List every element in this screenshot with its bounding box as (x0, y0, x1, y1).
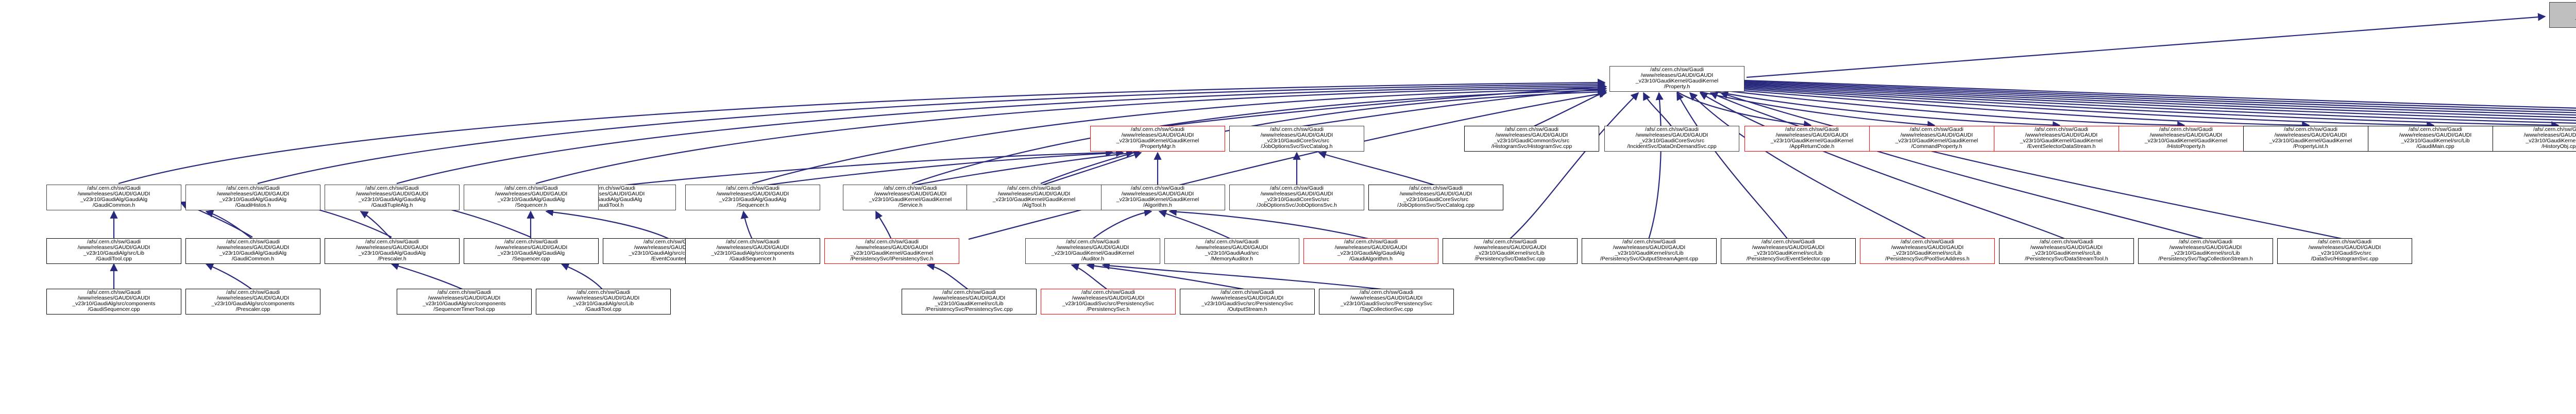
graph-node-service.h[interactable]: /afs/.cern.ch/sw/Gaudi /www/releases/GAU… (843, 185, 978, 210)
graph-node-histogramsvc-histogramsvc.cpp[interactable]: /afs/.cern.ch/sw/Gaudi /www/releases/GAU… (1464, 126, 1599, 152)
graph-node-sequencer.cpp[interactable]: /afs/.cern.ch/sw/Gaudi /www/releases/GAU… (464, 238, 599, 264)
graph-node-gauditool.cpp[interactable]: /afs/.cern.ch/sw/Gaudi /www/releases/GAU… (46, 238, 181, 264)
graph-node-gaudicommon.h[interactable]: /afs/.cern.ch/sw/Gaudi /www/releases/GAU… (46, 185, 181, 210)
graph-node-gaudihistos.h[interactable]: /afs/.cern.ch/sw/Gaudi /www/releases/GAU… (185, 185, 320, 210)
graph-node-gaudialgorithm.h[interactable]: /afs/.cern.ch/sw/Gaudi /www/releases/GAU… (1303, 238, 1438, 264)
graph-node-algorithm.h[interactable]: /afs/.cern.ch/sw/Gaudi /www/releases/GAU… (1090, 185, 1225, 210)
graph-node-prescaler.h[interactable]: /afs/.cern.ch/sw/Gaudi /www/releases/GAU… (325, 238, 460, 264)
graph-node-persistencysvc.h[interactable]: /afs/.cern.ch/sw/Gaudi /www/releases/GAU… (1041, 289, 1176, 314)
graph-node-gaudisequencer.cpp[interactable]: /afs/.cern.ch/sw/Gaudi /www/releases/GAU… (46, 289, 181, 314)
graph-node-historyobj.cpp[interactable]: /afs/.cern.ch/sw/Gaudi /www/releases/GAU… (2493, 126, 2576, 152)
graph-node-property.h[interactable]: /afs/.cern.ch/sw/Gaudi /www/releases/GAU… (1609, 66, 1744, 92)
graph-node-gaudimain.cpp[interactable]: /afs/.cern.ch/sw/Gaudi /www/releases/GAU… (2368, 126, 2503, 152)
graph-node-propertycallbackfunctor.h[interactable]: /afs/.cern.ch/sw/Gaudi /www/releases/GAU… (2549, 2, 2576, 28)
graph-node-gaudisequencer.h[interactable]: /afs/.cern.ch/sw/Gaudi /www/releases/GAU… (685, 238, 820, 264)
graph-node-algtool.h[interactable]: /afs/.cern.ch/sw/Gaudi /www/releases/GAU… (967, 185, 1101, 210)
graph-node-appreturncode.h[interactable]: /afs/.cern.ch/sw/Gaudi /www/releases/GAU… (1744, 126, 1879, 152)
graph-node-prescaler.cpp[interactable]: /afs/.cern.ch/sw/Gaudi /www/releases/GAU… (185, 289, 320, 314)
graph-node-memoryauditor.h[interactable]: /afs/.cern.ch/sw/Gaudi /www/releases/GAU… (1164, 238, 1299, 264)
graph-node-joboptionssvc-svccatalog.h[interactable]: /afs/.cern.ch/sw/Gaudi /www/releases/GAU… (1229, 126, 1364, 152)
graph-node-incidentsvc-dataondemandsvc.cpp[interactable]: /afs/.cern.ch/sw/Gaudi /www/releases/GAU… (1604, 126, 1739, 152)
graph-node-sequencer.h[interactable]: /afs/.cern.ch/sw/Gaudi /www/releases/GAU… (685, 185, 820, 210)
graph-node-joboptionssvc-svccatalog.cpp[interactable]: /afs/.cern.ch/sw/Gaudi /www/releases/GAU… (1368, 185, 1503, 210)
graph-node-persistencysvc-ipersistencysvc.h[interactable]: /afs/.cern.ch/sw/Gaudi /www/releases/GAU… (824, 238, 959, 264)
graph-node-persistencysvc-outputstreamagent.cpp[interactable]: /afs/.cern.ch/sw/Gaudi /www/releases/GAU… (1582, 238, 1717, 264)
graph-node-persistencysvc-persistencysvc.cpp[interactable]: /afs/.cern.ch/sw/Gaudi /www/releases/GAU… (902, 289, 1037, 314)
graph-node-eventselectordatastream.h[interactable]: /afs/.cern.ch/sw/Gaudi /www/releases/GAU… (1994, 126, 2129, 152)
graph-node-persistencysvc-tagcollectionstream.h[interactable]: /afs/.cern.ch/sw/Gaudi /www/releases/GAU… (2138, 238, 2273, 264)
graph-node-commandproperty.h[interactable]: /afs/.cern.ch/sw/Gaudi /www/releases/GAU… (1869, 126, 2004, 152)
graph-node-tagcollectionsvc.cpp[interactable]: /afs/.cern.ch/sw/Gaudi /www/releases/GAU… (1319, 289, 1454, 314)
graph-node-histoproperty.h[interactable]: /afs/.cern.ch/sw/Gaudi /www/releases/GAU… (2119, 126, 2253, 152)
graph-node-persistencysvc-eventselector.cpp[interactable]: /afs/.cern.ch/sw/Gaudi /www/releases/GAU… (1721, 238, 1856, 264)
graph-node-persistencysvc-datasvc.cpp[interactable]: /afs/.cern.ch/sw/Gaudi /www/releases/GAU… (1443, 238, 1578, 264)
graph-node-gauditool.cpp[interactable]: /afs/.cern.ch/sw/Gaudi /www/releases/GAU… (536, 289, 671, 314)
graph-node-gaudicommon.h[interactable]: /afs/.cern.ch/sw/Gaudi /www/releases/GAU… (185, 238, 320, 264)
graph-node-sequencertimertool.cpp[interactable]: /afs/.cern.ch/sw/Gaudi /www/releases/GAU… (397, 289, 532, 314)
graph-node-sequencer.h[interactable]: /afs/.cern.ch/sw/Gaudi /www/releases/GAU… (464, 185, 599, 210)
graph-node-gaudituplealg.h[interactable]: /afs/.cern.ch/sw/Gaudi /www/releases/GAU… (325, 185, 460, 210)
graph-node-propertymgr.h[interactable]: /afs/.cern.ch/sw/Gaudi /www/releases/GAU… (1090, 126, 1225, 152)
graph-node-propertylist.h[interactable]: /afs/.cern.ch/sw/Gaudi /www/releases/GAU… (2243, 126, 2378, 152)
graph-node-outputstream.h[interactable]: /afs/.cern.ch/sw/Gaudi /www/releases/GAU… (1180, 289, 1315, 314)
graph-node-joboptionssvc-joboptionssvc.h[interactable]: /afs/.cern.ch/sw/Gaudi /www/releases/GAU… (1229, 185, 1364, 210)
graph-node-persistencysvc-datastreamtool.h[interactable]: /afs/.cern.ch/sw/Gaudi /www/releases/GAU… (1999, 238, 2134, 264)
graph-node-persistencysvc-poolsvcaddress.h[interactable]: /afs/.cern.ch/sw/Gaudi /www/releases/GAU… (1860, 238, 1995, 264)
graph-node-auditor.h[interactable]: /afs/.cern.ch/sw/Gaudi /www/releases/GAU… (1025, 238, 1160, 264)
graph-node-datasvc-histogramsvc.cpp[interactable]: /afs/.cern.ch/sw/Gaudi /www/releases/GAU… (2277, 238, 2412, 264)
